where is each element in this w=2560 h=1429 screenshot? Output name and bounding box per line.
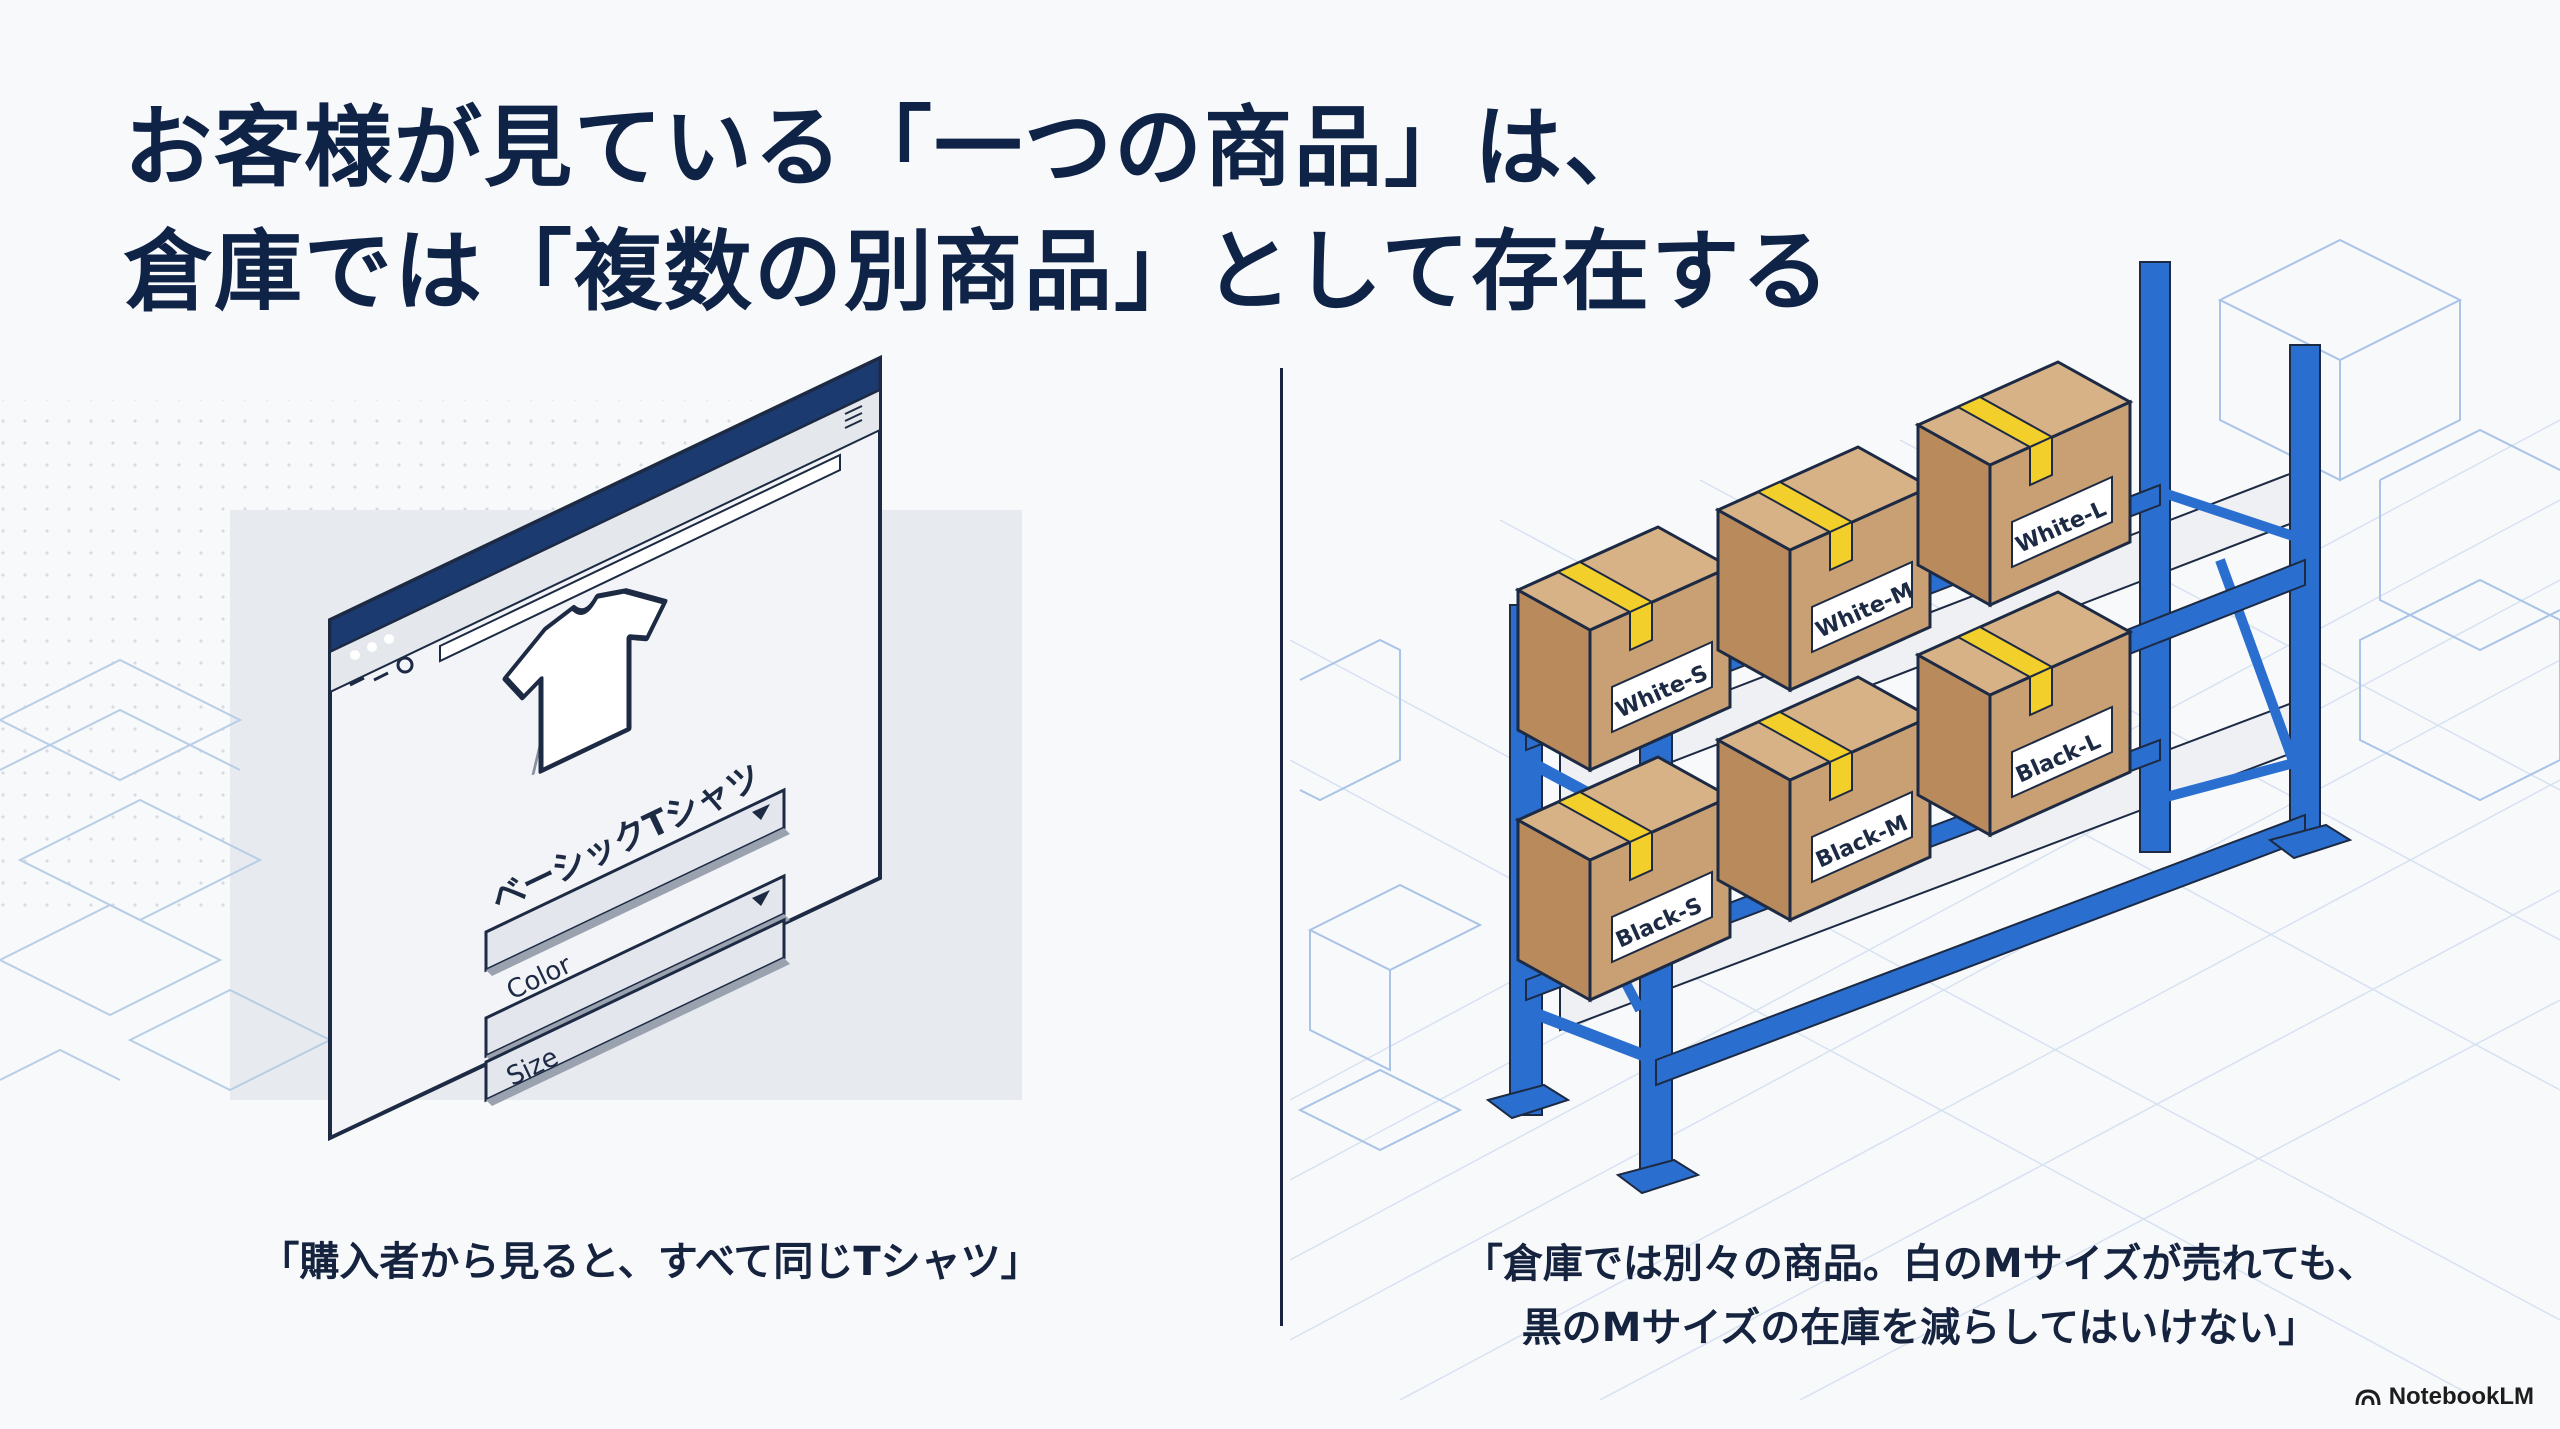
chevron-down-icon bbox=[752, 890, 770, 906]
sku-box: Black-L bbox=[1914, 590, 2134, 838]
browser-window: ベーシックTシャツ Color Size bbox=[328, 354, 882, 1142]
title-line-2: 倉庫では「複数の別商品」として存在する bbox=[124, 220, 1832, 323]
sku-box: White-L bbox=[1914, 360, 2134, 608]
storefront-caption: 「購入者から見ると、すべて同じTシャツ」 bbox=[60, 1232, 1240, 1292]
warehouse-caption: 「倉庫では別々の商品。白のMサイズが売れても、 黒のMサイズの在庫を減らしてはい… bbox=[1320, 1232, 2520, 1360]
sku-box: Black-M bbox=[1714, 675, 1934, 923]
title-line-1: お客様が見ている「一つの商品」は、 bbox=[124, 96, 1655, 199]
right-bg-cubes bbox=[1297, 238, 2560, 1152]
slide-title: お客様が見ている「一つの商品」は、 倉庫では「複数の別商品」として存在する bbox=[124, 86, 1831, 334]
sku-box: White-M bbox=[1714, 445, 1934, 693]
notebooklm-icon bbox=[2355, 1389, 2381, 1406]
sku-box: White-S bbox=[1514, 525, 1734, 773]
sku-box: Black-S bbox=[1514, 755, 1734, 1003]
warehouse-caption-line-1: 「倉庫では別々の商品。白のMサイズが売れても、 bbox=[1462, 1241, 2378, 1287]
brand-logo: NotebookLM bbox=[2355, 1383, 2534, 1411]
product-dropdown[interactable] bbox=[484, 787, 790, 976]
size-select[interactable]: Size bbox=[484, 917, 790, 1106]
divider bbox=[1280, 368, 1283, 1326]
warehouse-caption-line-2: 黒のMサイズの在庫を減らしてはいけない」 bbox=[1521, 1305, 2319, 1351]
brand-name: NotebookLM bbox=[2388, 1383, 2534, 1410]
tshirt-icon bbox=[502, 588, 668, 776]
storefront-caption-text: 「購入者から見ると、すべて同じTシャツ」 bbox=[259, 1239, 1041, 1285]
